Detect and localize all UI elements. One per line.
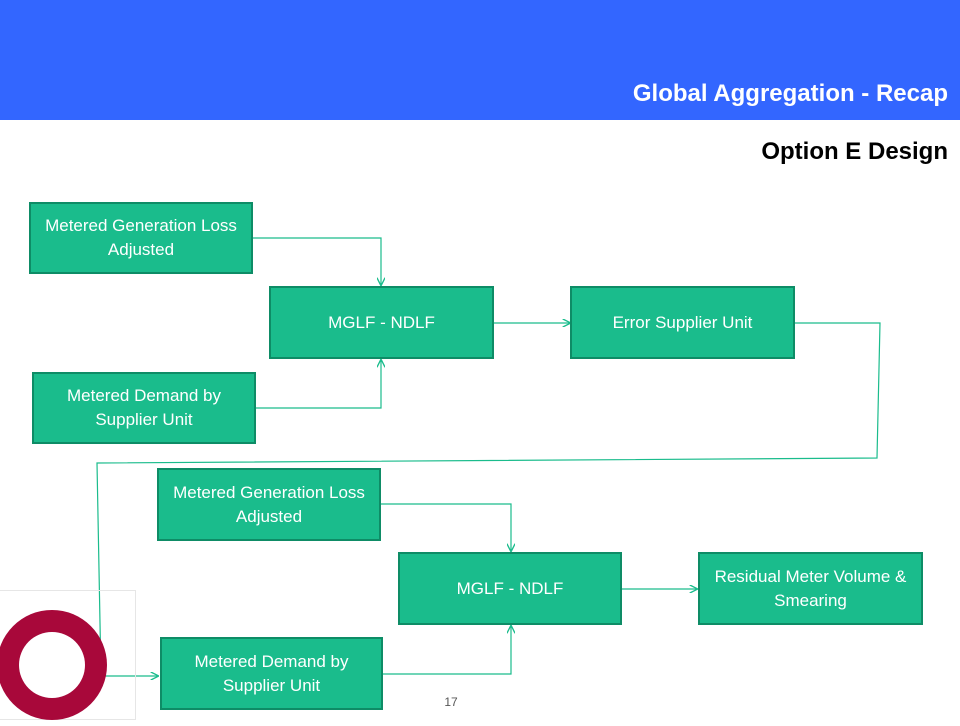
page-number: 17 xyxy=(444,695,458,709)
box-top-error-supplier: Error Supplier Unit xyxy=(570,286,795,359)
box-top-mglf-ndlf: MGLF - NDLF xyxy=(269,286,494,359)
connector-top-demand-to-mglf xyxy=(256,360,381,409)
box-bottom-residual: Residual Meter Volume & Smearing xyxy=(698,552,923,625)
connector-top-gen-to-mglf xyxy=(253,237,381,285)
connector-bottom-demand-to-mglf xyxy=(383,626,511,675)
ring-logo-icon xyxy=(0,610,107,720)
box-bottom-gen-loss: Metered Generation Loss Adjusted xyxy=(157,468,381,541)
box-top-gen-loss: Metered Generation Loss Adjusted xyxy=(29,202,253,274)
box-bottom-demand: Metered Demand by Supplier Unit xyxy=(160,637,383,710)
slide-title: Global Aggregation - Recap xyxy=(632,80,948,107)
slide-subtitle: Option E Design xyxy=(761,138,948,165)
connector-bottom-gen-to-mglf xyxy=(381,503,511,551)
box-bottom-mglf-ndlf: MGLF - NDLF xyxy=(398,552,622,625)
box-top-demand: Metered Demand by Supplier Unit xyxy=(32,372,256,444)
logo-frame xyxy=(0,590,136,720)
header-band xyxy=(0,0,960,120)
connector-error-feedback xyxy=(96,322,881,676)
